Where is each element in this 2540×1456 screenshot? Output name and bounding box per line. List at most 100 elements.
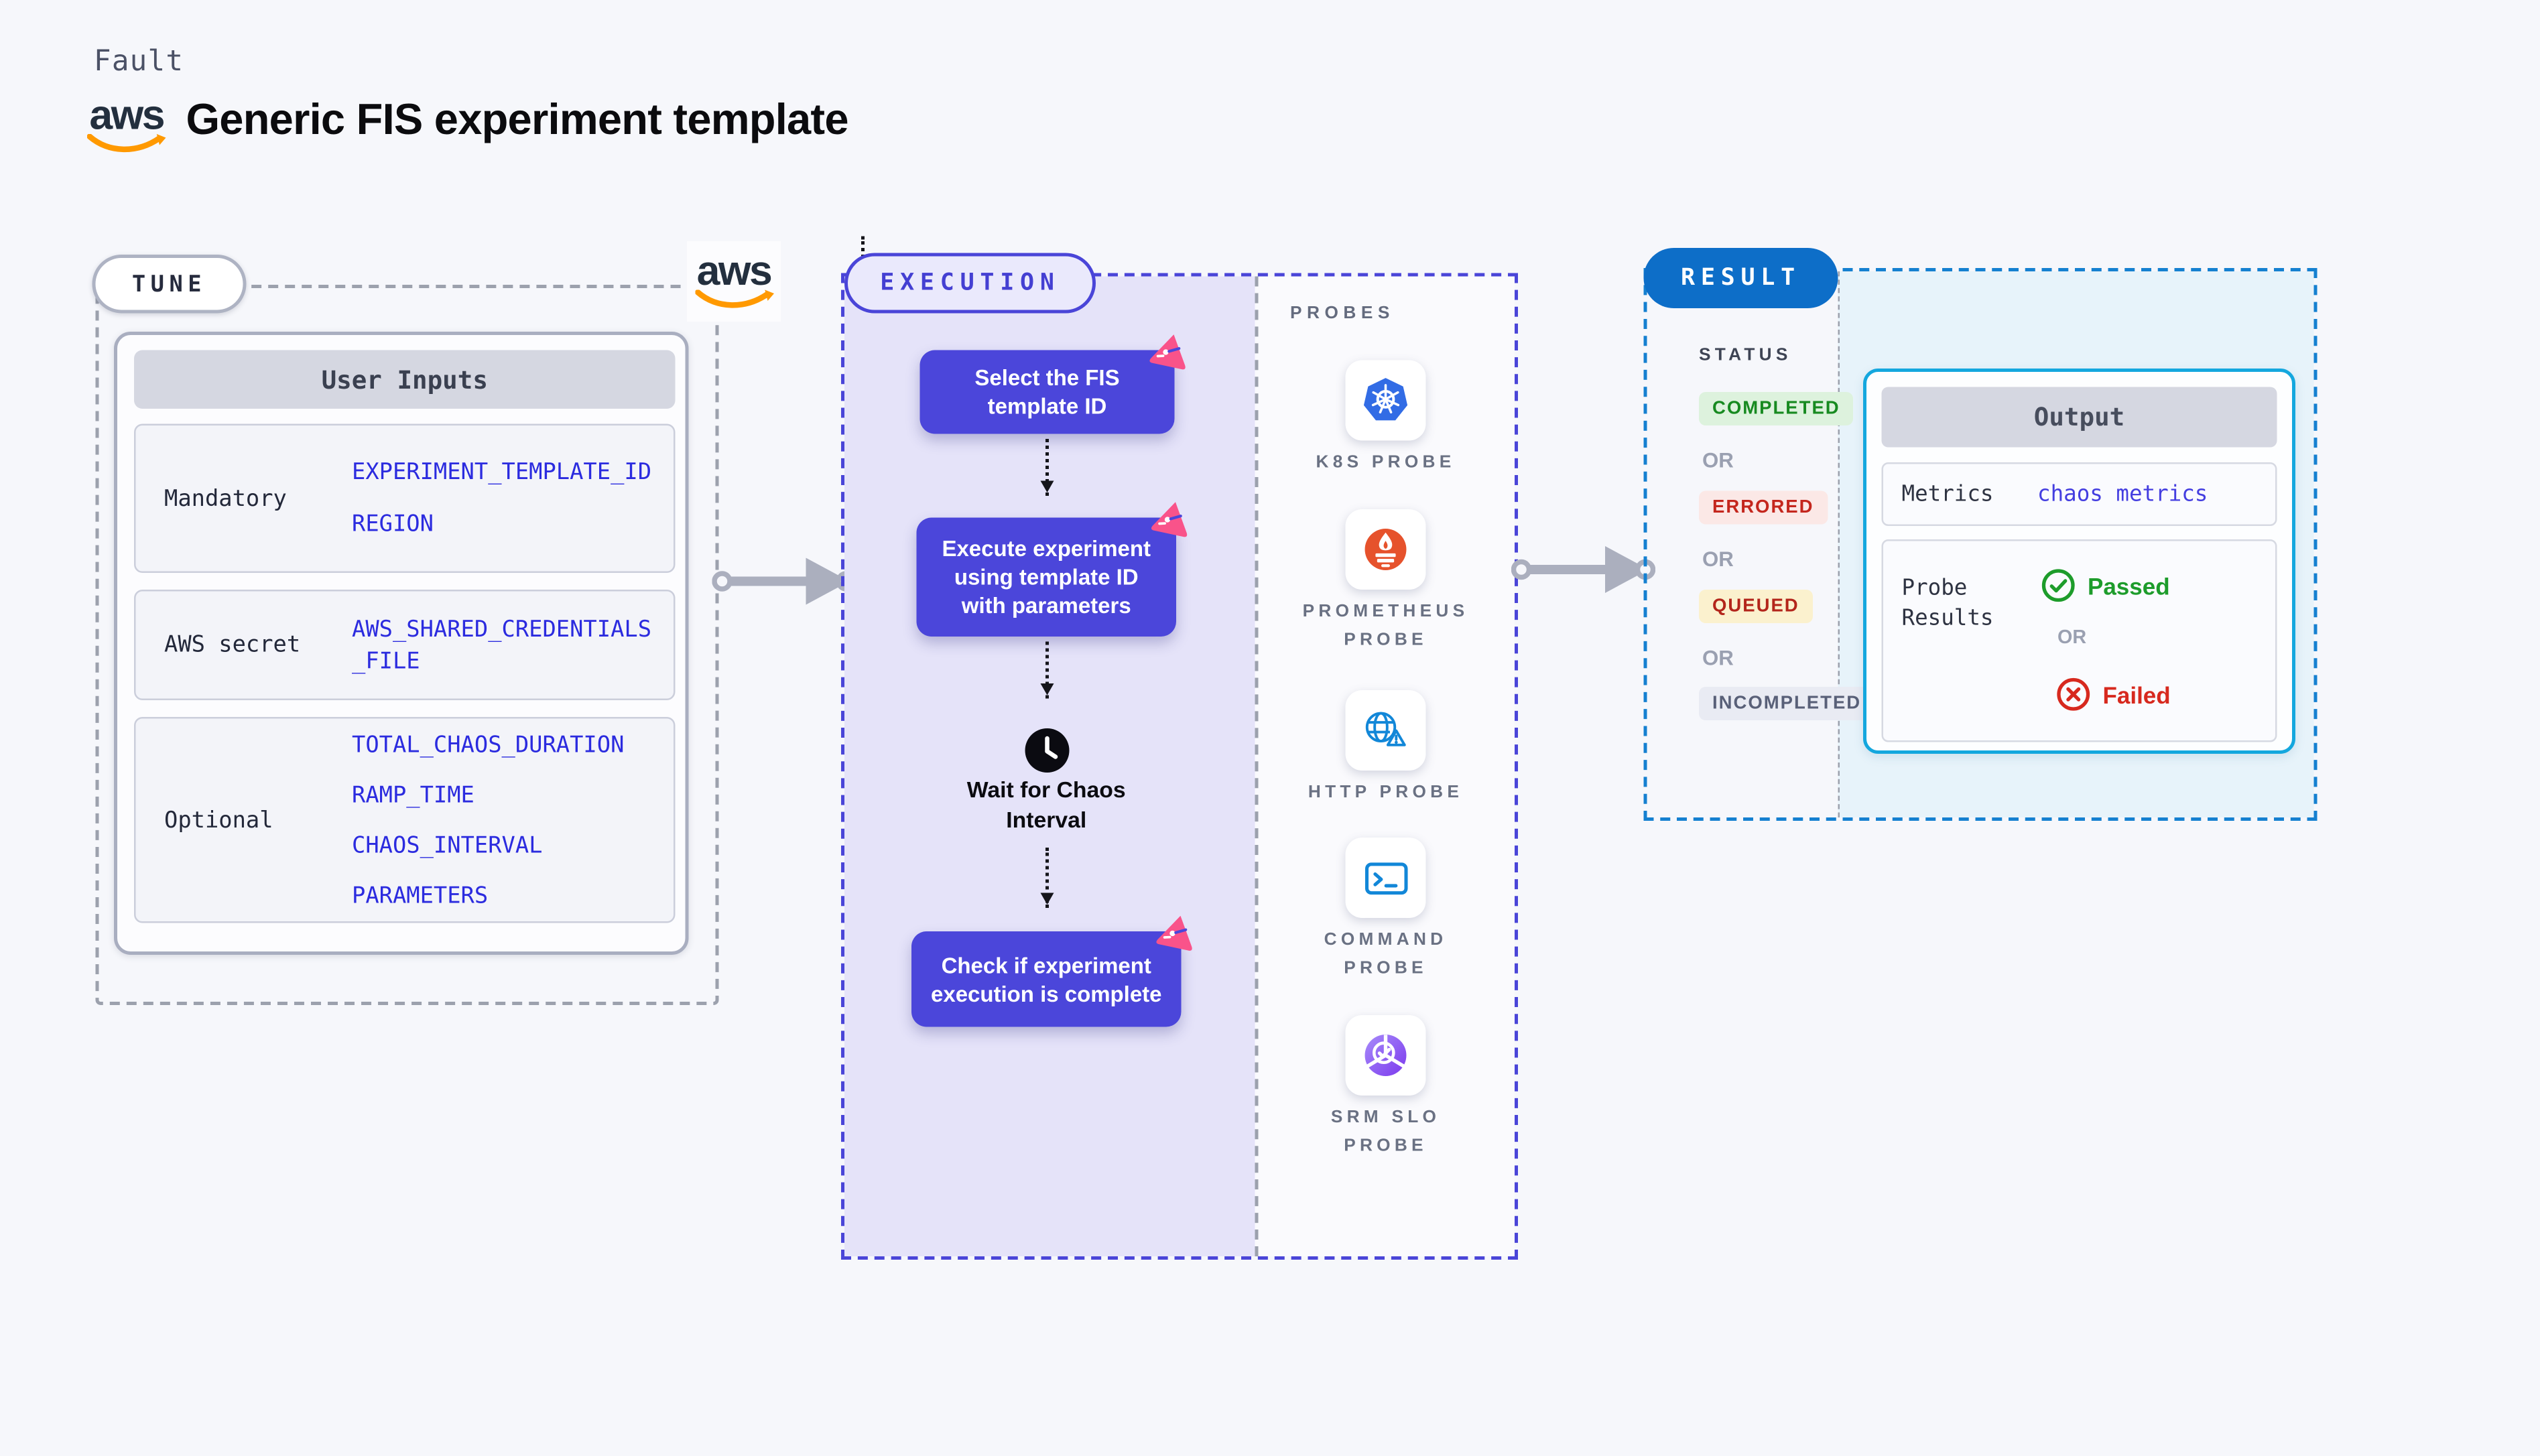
aws-logo: aws — [87, 92, 166, 156]
flow-connector-icon — [1039, 848, 1054, 908]
row-label: AWS secret — [164, 631, 301, 659]
check-circle-icon — [2041, 569, 2075, 602]
arrow-tune-to-execution-icon — [712, 557, 856, 605]
probe-card — [1345, 360, 1426, 441]
input-value: RAMP_TIME — [352, 781, 474, 809]
execution-section-badge: EXECUTION — [844, 253, 1096, 314]
input-value: _FILE — [352, 647, 420, 675]
execution-connector-stub — [861, 236, 865, 271]
probe-http: HTTP PROBE — [1285, 690, 1486, 807]
arrow-execution-to-result-icon — [1511, 546, 1655, 593]
step-wait-for-chaos-interval: Wait for Chaos Interval — [938, 776, 1155, 835]
kubernetes-icon — [1363, 378, 1408, 421]
probe-label: PROBE — [1344, 958, 1427, 978]
input-value: EXPERIMENT_TEMPLATE_ID — [352, 459, 652, 486]
flow-connector-icon — [1039, 439, 1054, 496]
table-row-mandatory: Mandatory EXPERIMENT_TEMPLATE_ID REGION — [134, 423, 676, 573]
probe-result-failed: Failed — [2056, 677, 2171, 712]
input-value: REGION — [352, 511, 434, 538]
probe-results-label: Results — [1901, 606, 1994, 632]
aws-wordmark: aws — [696, 248, 773, 295]
page-title: Generic FIS experiment template — [186, 94, 849, 144]
probe-label: COMMAND — [1324, 929, 1448, 950]
table-row-optional: Optional TOTAL_CHAOS_DURATION RAMP_TIME … — [134, 717, 676, 923]
step-text: using template ID — [954, 564, 1139, 590]
step-text: Interval — [1006, 806, 1087, 832]
probes-divider — [1255, 276, 1259, 1256]
step-text: execution is complete — [931, 980, 1162, 1006]
probe-result-passed: Passed — [2041, 568, 2170, 604]
status-column-label: STATUS — [1699, 345, 1792, 365]
output-header: Output — [1881, 387, 2277, 448]
http-globe-icon — [1365, 712, 1406, 746]
result-divider — [1838, 271, 1840, 817]
tune-section-badge: TUNE — [92, 255, 247, 314]
or-separator: OR — [1702, 547, 1734, 572]
step-text: template ID — [987, 393, 1107, 419]
or-separator: OR — [2057, 628, 2087, 649]
table-row-aws-secret: AWS secret AWS_SHARED_CREDENTIALS _FILE — [134, 590, 676, 700]
step-execute-experiment: Execute experiment using template ID wit… — [916, 502, 1188, 637]
metrics-value: chaos metrics — [2037, 481, 2208, 507]
chaos-badge-icon — [1156, 915, 1192, 951]
probe-k8s: K8S PROBE — [1285, 360, 1486, 478]
probe-label: K8S PROBE — [1316, 452, 1456, 472]
or-separator: OR — [1702, 647, 1734, 670]
probe-label: PROBE — [1344, 630, 1427, 650]
probe-card — [1345, 1015, 1426, 1096]
probes-column-label: PROBES — [1290, 303, 1395, 324]
srm-slo-icon — [1364, 1035, 1407, 1076]
tune-section-box — [95, 285, 719, 1005]
row-label: Mandatory — [164, 484, 287, 512]
result-section-badge: RESULT — [1643, 248, 1838, 308]
user-inputs-table: User Inputs Mandatory EXPERIMENT_TEMPLAT… — [114, 332, 689, 955]
aws-smile-icon — [87, 134, 166, 153]
status-badge-queued: QUEUED — [1699, 590, 1813, 623]
status-badge-incompleted: INCOMPLETED — [1699, 687, 1875, 720]
probe-label: PROMETHEUS — [1302, 601, 1469, 622]
step-text: Check if experiment — [941, 952, 1151, 978]
input-value: PARAMETERS — [352, 882, 489, 909]
status-badge-completed: COMPLETED — [1699, 392, 1854, 425]
fault-eyebrow-label: Fault — [94, 45, 184, 79]
probe-card — [1345, 838, 1426, 918]
passed-label: Passed — [2088, 572, 2170, 599]
output-row-metrics: Metrics chaos metrics — [1881, 462, 2277, 526]
clock-icon — [1024, 727, 1071, 781]
status-badge-errored: ERRORED — [1699, 490, 1828, 525]
aws-wordmark: aws — [89, 92, 165, 139]
aws-smile-icon — [694, 289, 773, 308]
or-separator: OR — [1702, 449, 1734, 472]
user-inputs-header: User Inputs — [134, 350, 676, 409]
probe-label: HTTP PROBE — [1308, 782, 1464, 803]
tune-aws-logo: aws — [687, 241, 781, 322]
input-value: AWS_SHARED_CREDENTIALS — [352, 615, 652, 643]
terminal-icon — [1364, 862, 1407, 894]
step-check-execution-complete: Check if experiment execution is complet… — [911, 915, 1192, 1027]
output-row-probe-results: Probe Results Passed OR Fai — [1881, 539, 2277, 742]
flow-connector-icon — [1039, 641, 1054, 699]
probe-card — [1345, 509, 1426, 590]
probe-prometheus: PROMETHEUS PROBE — [1285, 509, 1486, 655]
step-text: with parameters — [961, 593, 1131, 618]
output-table: Output Metrics chaos metrics Probe Resul… — [1863, 369, 2295, 754]
chaos-badge-icon — [1149, 334, 1186, 370]
probe-command: COMMAND PROBE — [1285, 838, 1486, 984]
failed-label: Failed — [2102, 681, 2171, 708]
metrics-label: Metrics — [1901, 481, 1994, 507]
prometheus-icon — [1364, 529, 1407, 570]
input-value: TOTAL_CHAOS_DURATION — [352, 731, 625, 758]
probe-card — [1345, 690, 1426, 771]
x-circle-icon — [2057, 677, 2090, 711]
step-text: Wait for Chaos — [966, 777, 1126, 803]
chaos-badge-icon — [1151, 502, 1188, 537]
row-label: Optional — [164, 806, 273, 834]
input-value: CHAOS_INTERVAL — [352, 832, 543, 859]
probe-srm-slo: SRM SLO PROBE — [1285, 1015, 1486, 1161]
probe-label: SRM SLO — [1330, 1107, 1441, 1128]
step-text: Select the FIS — [974, 365, 1120, 391]
step-text: Execute experiment — [942, 536, 1151, 561]
probe-results-label: Probe — [1901, 576, 1968, 602]
step-select-fis-template: Select the FIS template ID — [919, 334, 1186, 434]
